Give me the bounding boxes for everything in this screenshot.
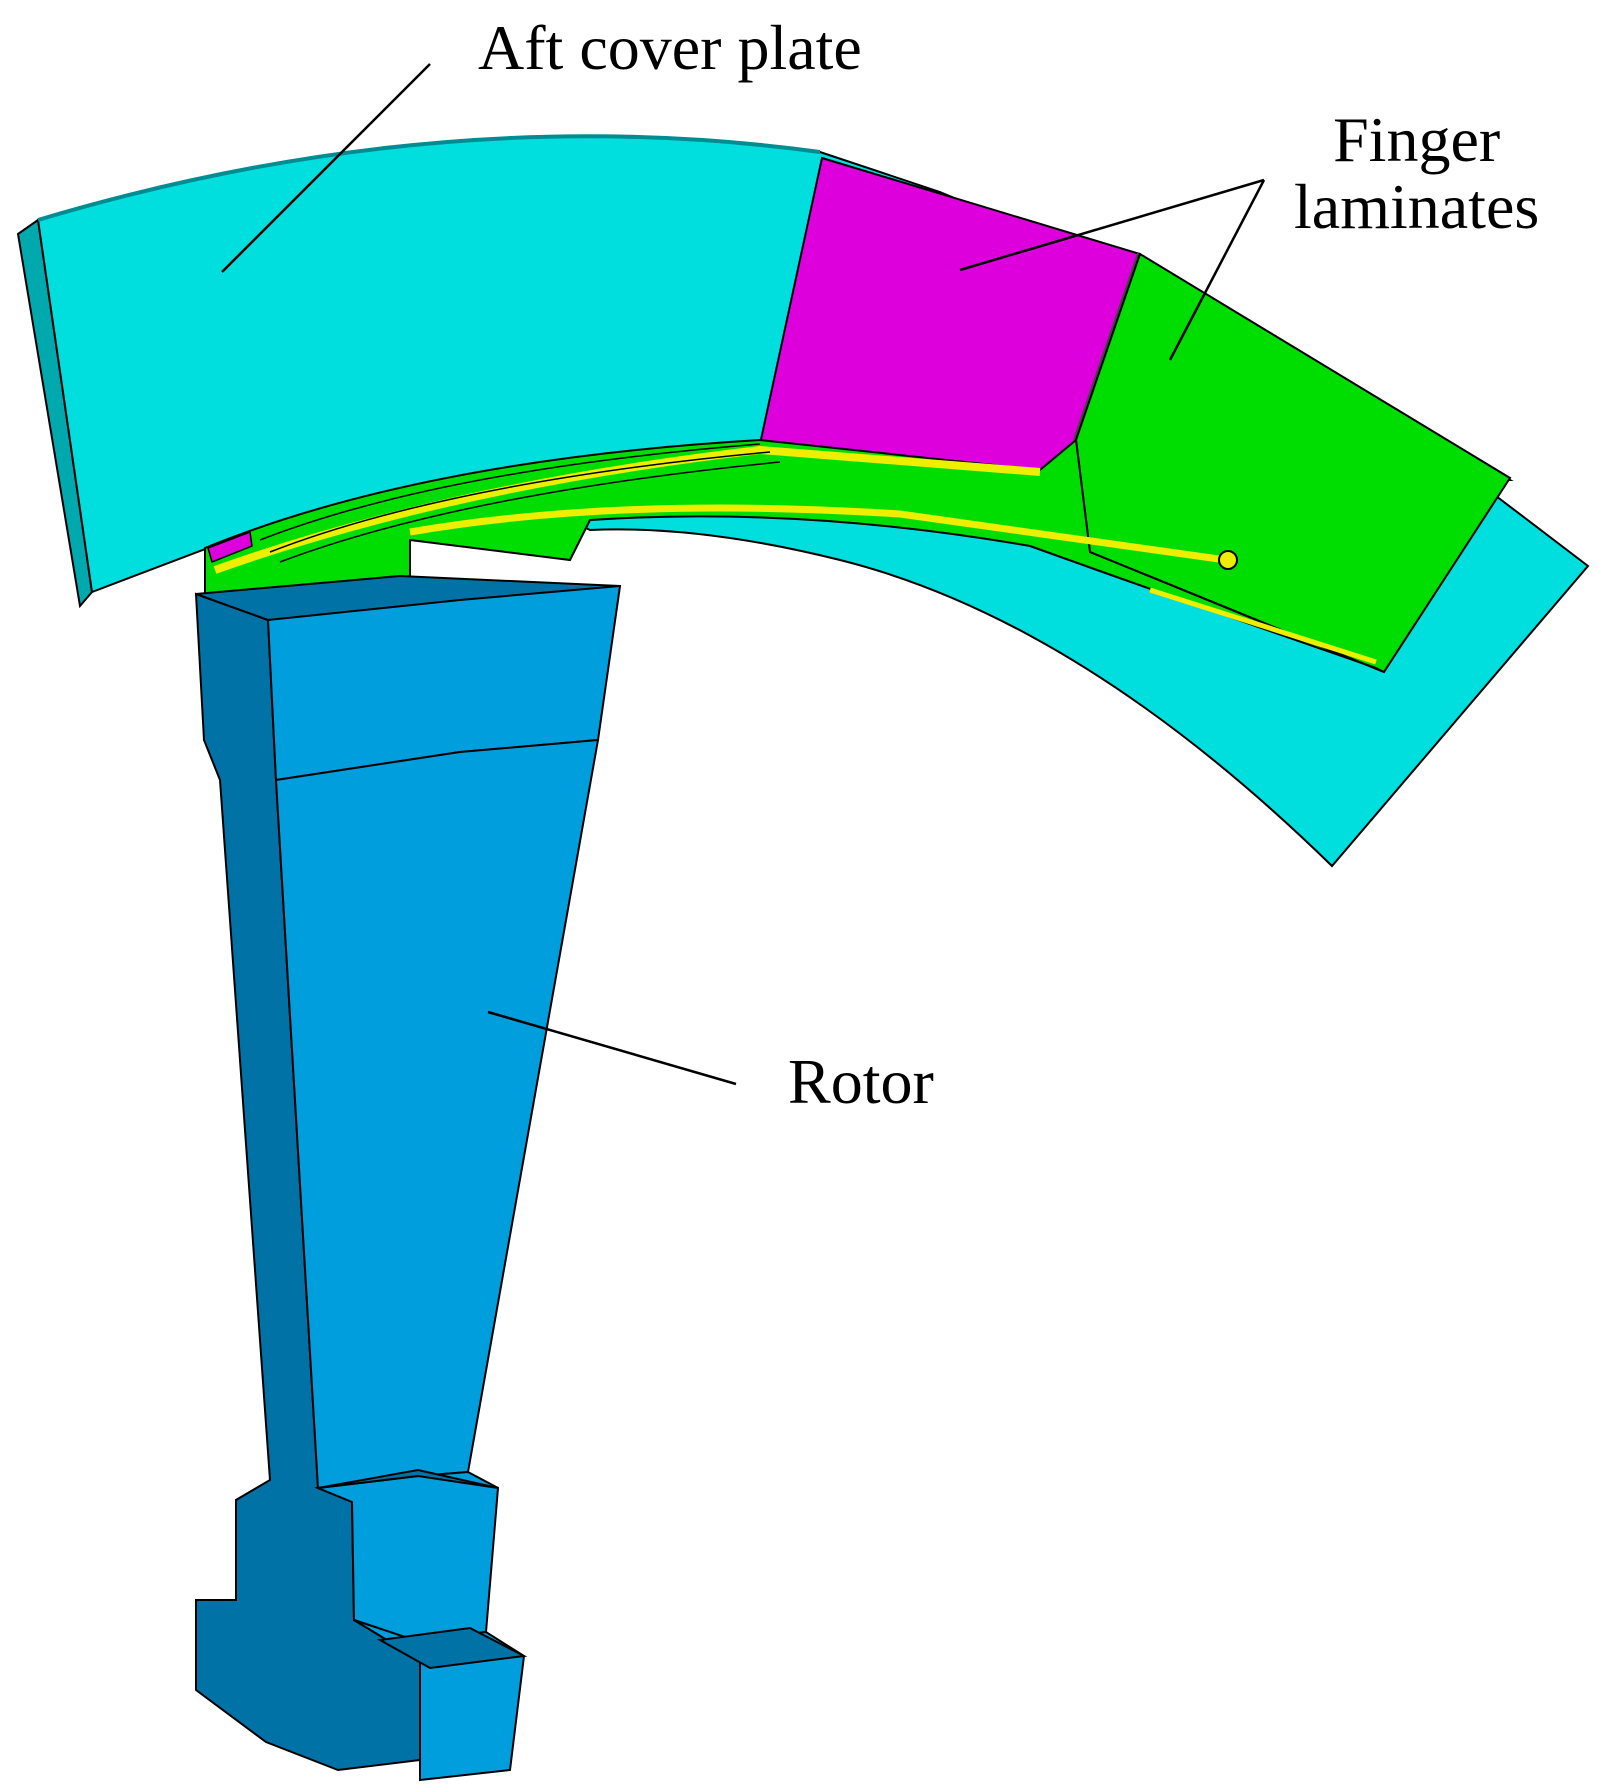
label-finger-line2: laminates (1294, 171, 1540, 243)
label-finger-line1: Finger (1333, 104, 1501, 175)
label-finger-laminates: Finger laminates (1294, 104, 1540, 243)
leader-aft-cover-plate (221, 63, 431, 273)
weld-band-lower (409, 504, 1227, 564)
rotor-cap-top (195, 574, 621, 622)
laminate-left-magenta-strip (207, 530, 253, 564)
laminate-hatching (259, 443, 781, 563)
rotor-lower-step-top (317, 1468, 499, 1489)
weld-band-bottom (1149, 587, 1377, 665)
leader-rotor (487, 1010, 737, 1086)
leader-finger-magenta (959, 178, 1265, 272)
leader-lines (221, 63, 1266, 1086)
cover-plate-top-edge (37, 134, 821, 222)
weld-bulb (1218, 550, 1238, 570)
label-rotor: Rotor (788, 1046, 934, 1117)
rotor-foot-top (376, 1626, 528, 1670)
label-aft-cover-plate: Aft cover plate (478, 12, 862, 83)
rotor-shank (274, 738, 600, 1490)
finger-laminates (204, 156, 1512, 674)
leader-finger-green (1168, 179, 1266, 361)
rotor (194, 574, 622, 1782)
